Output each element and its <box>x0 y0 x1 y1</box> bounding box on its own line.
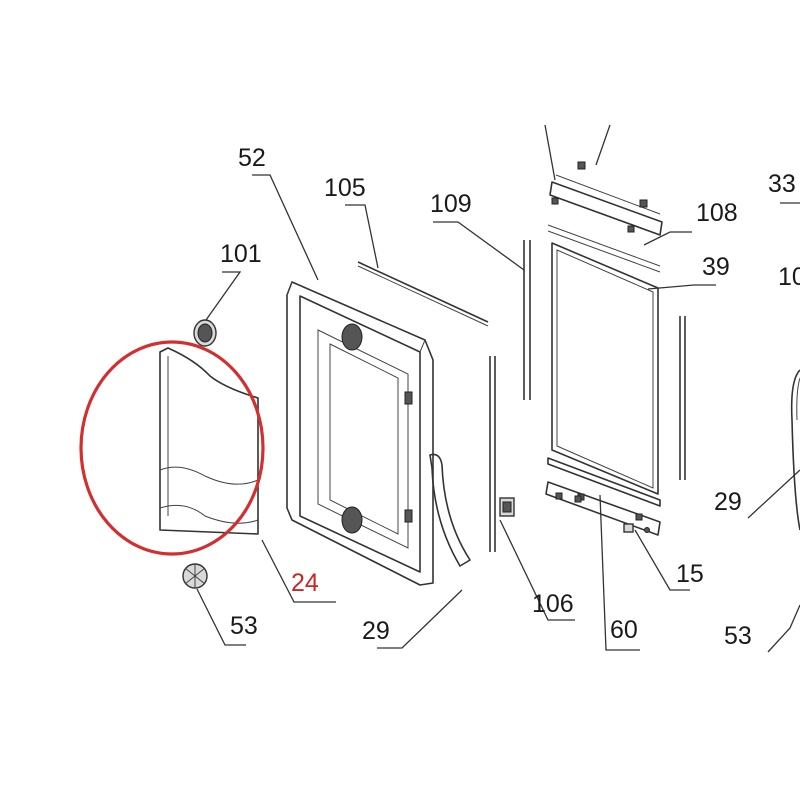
callout-29-right: 29 <box>714 488 742 516</box>
part-15-clip[interactable] <box>623 523 650 533</box>
part-106-side-strip[interactable] <box>489 356 496 552</box>
callout-108: 108 <box>696 199 738 227</box>
part-53-fan-left[interactable] <box>182 563 208 589</box>
leader-lines <box>196 124 800 653</box>
part-101-knob[interactable] <box>193 319 217 347</box>
callout-33: 33 <box>768 170 796 198</box>
part-29-gasket-right[interactable] <box>790 369 800 531</box>
highlight-circle <box>79 340 265 556</box>
callout-53-right: 53 <box>724 622 752 650</box>
part-52-door-frame[interactable] <box>286 281 434 586</box>
callout-101: 101 <box>220 240 262 268</box>
callout-109: 109 <box>430 190 472 218</box>
callout-39: 39 <box>702 253 730 281</box>
part-29-gasket-left[interactable] <box>429 453 471 567</box>
callout-52: 52 <box>238 144 266 172</box>
callout-15: 15 <box>676 560 704 588</box>
part-105-top-rod[interactable] <box>357 261 489 327</box>
part-24-glass-panel[interactable] <box>159 347 259 535</box>
part-106-bracket[interactable] <box>499 497 515 517</box>
part-right-strip[interactable] <box>679 316 686 480</box>
callout-60: 60 <box>610 616 638 644</box>
part-60-bottom-rail[interactable] <box>545 457 661 536</box>
callout-10: 10 <box>778 263 800 291</box>
part-108-hinge-rail[interactable] <box>547 161 663 273</box>
callout-106: 106 <box>532 590 574 618</box>
callout-53-left: 53 <box>230 612 258 640</box>
part-39-glass-pane[interactable] <box>551 242 659 495</box>
callout-105: 105 <box>324 174 366 202</box>
callout-labels: 52 105 109 108 33 39 10 101 24 53 29 106… <box>220 144 800 650</box>
callout-29-left: 29 <box>362 617 390 645</box>
part-109-side-strip[interactable] <box>523 240 531 400</box>
callout-24: 24 <box>291 569 319 597</box>
